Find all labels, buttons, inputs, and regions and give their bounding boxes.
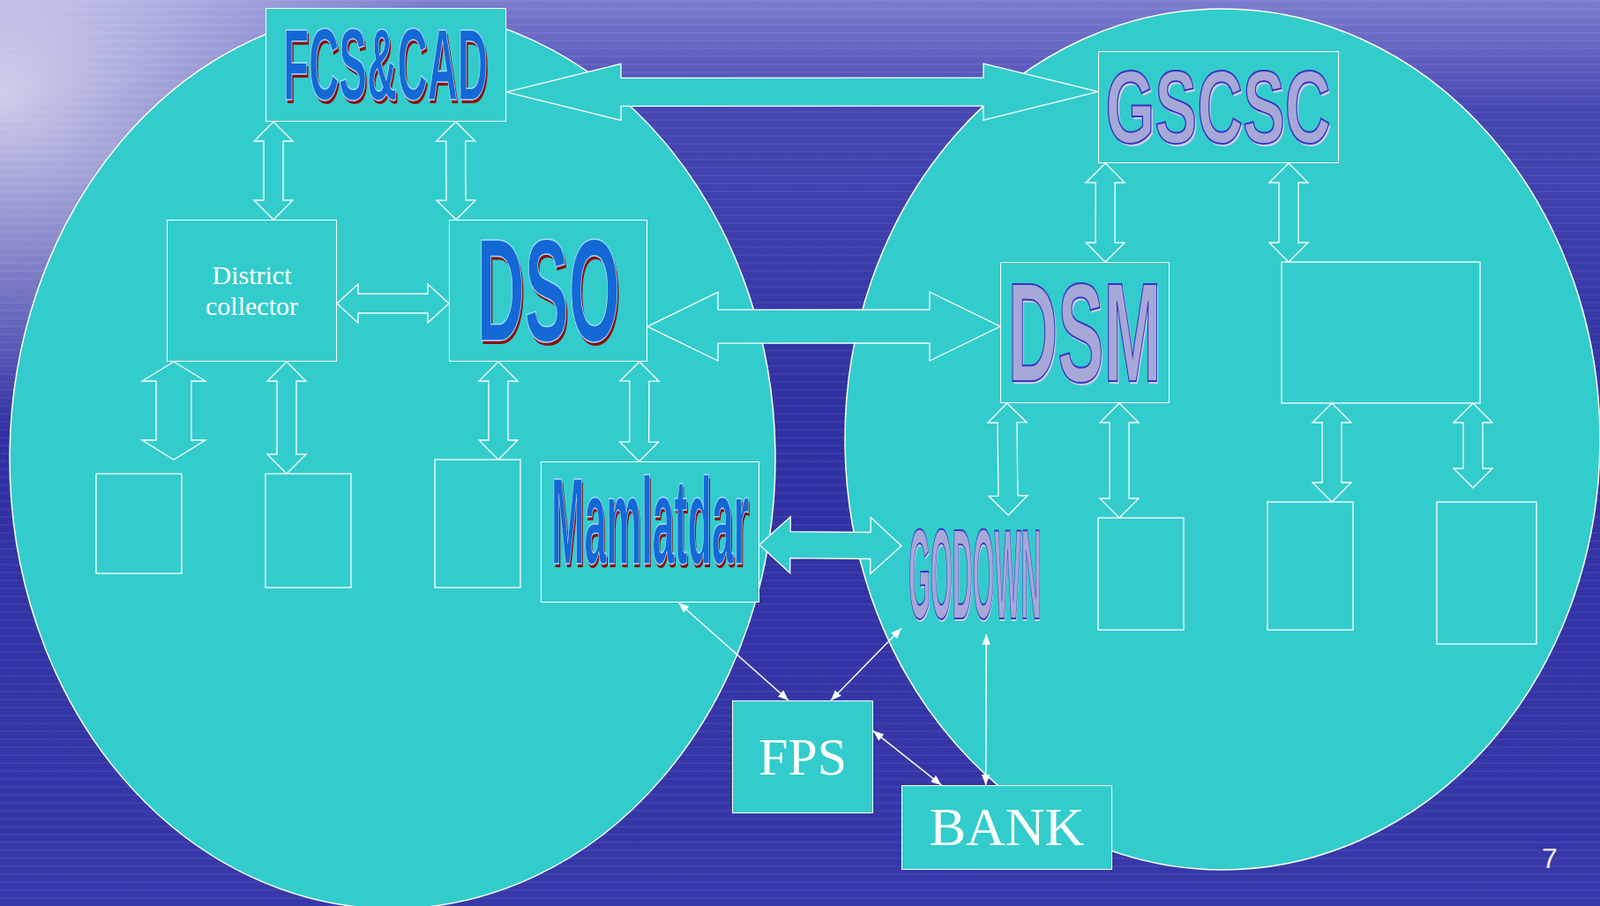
block-arrow xyxy=(336,284,449,323)
block-arrow xyxy=(1312,403,1352,502)
node-text: GODOWN xyxy=(908,522,1041,628)
block-arrow xyxy=(759,516,902,575)
node-text: Mamlatdar xyxy=(551,471,749,573)
block-arrow xyxy=(620,361,659,462)
node-text: District collector xyxy=(186,260,319,322)
link-line xyxy=(873,731,942,786)
empty-box xyxy=(1267,501,1354,630)
page-number: 7 xyxy=(1541,842,1558,875)
empty-box xyxy=(96,473,182,574)
agency-box: DSM xyxy=(1000,261,1170,404)
bank-box: BANK xyxy=(901,785,1113,870)
block-arrow xyxy=(267,361,307,474)
block-arrow xyxy=(436,121,476,220)
godown-box: GODOWN xyxy=(901,515,1048,635)
empty-box xyxy=(1098,517,1184,630)
official-box: District collector xyxy=(166,219,337,362)
left-region xyxy=(9,8,776,906)
empty-box xyxy=(1436,501,1537,644)
block-arrow xyxy=(647,291,1001,361)
empty-box xyxy=(1281,261,1481,404)
agency-box: GSCSC xyxy=(1098,51,1339,164)
agency-box: DSO xyxy=(448,219,648,362)
node-text: DSO xyxy=(477,231,621,351)
right-region xyxy=(844,8,1600,870)
node-text: FPS xyxy=(758,726,847,788)
block-arrow xyxy=(987,403,1028,516)
link-line xyxy=(830,628,902,701)
link-line xyxy=(985,634,987,786)
official-box: Mamlatdar xyxy=(540,461,760,603)
block-arrow xyxy=(254,121,293,220)
node-text: BANK xyxy=(929,795,1085,859)
node-text: GSCSC xyxy=(1106,65,1331,150)
block-arrow xyxy=(1085,163,1125,262)
shop-box: FPS xyxy=(732,700,874,814)
block-arrow xyxy=(1453,403,1493,488)
block-arrow xyxy=(1099,403,1139,518)
block-arrow xyxy=(142,361,206,460)
node-text: FCS&CAD xyxy=(284,22,489,106)
block-arrow xyxy=(506,63,1099,120)
block-arrow xyxy=(1269,163,1309,262)
empty-box xyxy=(265,473,352,588)
link-line xyxy=(678,602,789,701)
block-arrow xyxy=(478,361,518,460)
agency-box: FCS&CAD xyxy=(265,7,507,122)
node-text: DSM xyxy=(1008,274,1162,390)
empty-box xyxy=(434,459,521,588)
